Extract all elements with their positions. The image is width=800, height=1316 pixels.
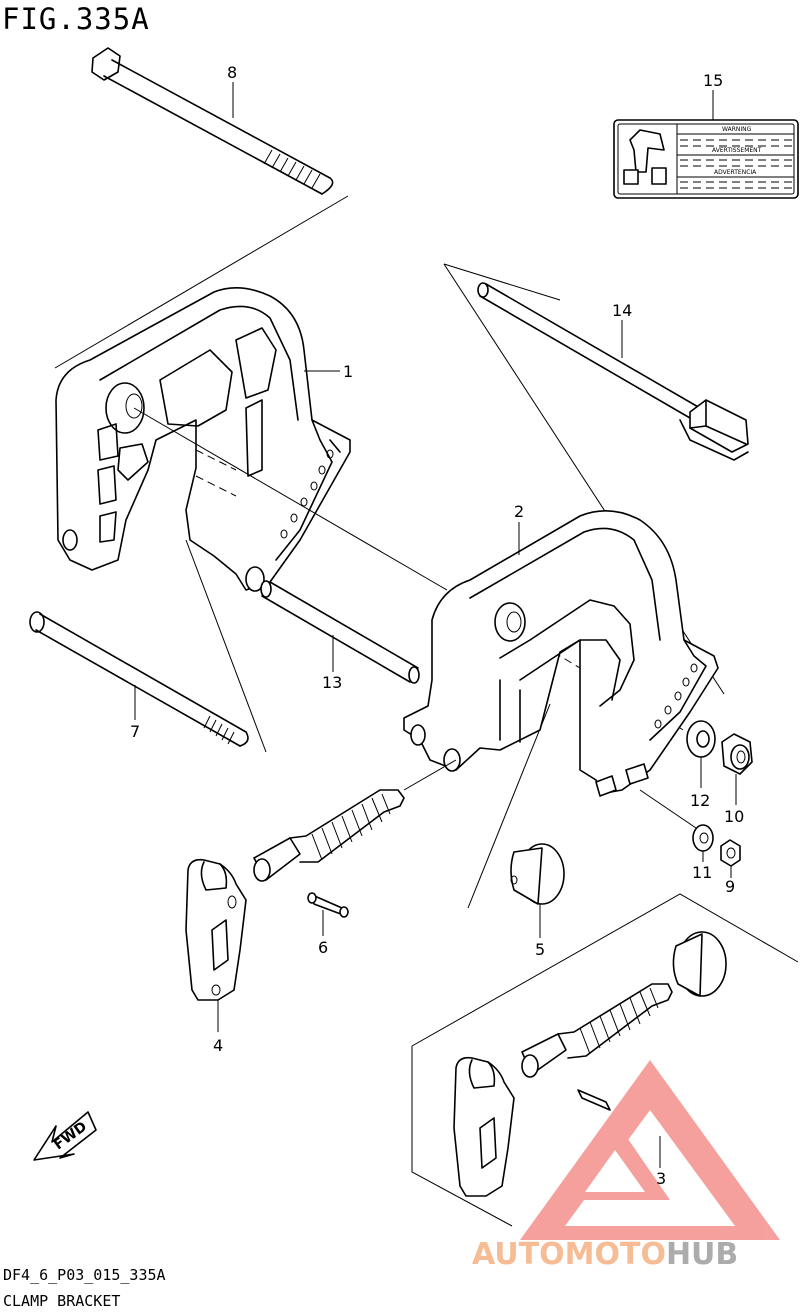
figure-title: FIG.335A — [2, 2, 150, 36]
label-line-advertencia: ADVERTENCIA — [714, 169, 757, 176]
part-label-10: 10 — [724, 807, 744, 826]
assembly-guide-line — [185, 539, 267, 753]
spacer-tube-13 — [260, 580, 420, 684]
watermark-part1: AUTOMOTO — [472, 1237, 666, 1272]
watermark-logo — [520, 1060, 780, 1240]
part-label-5: 5 — [535, 940, 545, 959]
clamp-screw-set-3 — [411, 893, 799, 1227]
part-label-1: 1 — [343, 362, 353, 381]
part-label-7: 7 — [130, 722, 140, 741]
bolt-8 — [91, 47, 334, 195]
handle-4 — [185, 858, 247, 1001]
assembly-axis — [639, 789, 697, 829]
figure-caption: CLAMP BRACKET — [3, 1292, 121, 1310]
part-label-6: 6 — [318, 938, 328, 957]
assembly-guide-line — [467, 703, 551, 909]
label-line-avertissement: AVERTISSEMENT — [712, 147, 762, 154]
part-label-9: 9 — [725, 877, 735, 896]
figure-code: DF4_6_P03_015_335A — [3, 1266, 166, 1284]
part-label-14: 14 — [612, 301, 632, 320]
assembly-axis — [133, 407, 441, 587]
part-label-13: 13 — [322, 673, 342, 692]
nut-9 — [720, 839, 741, 867]
part-label-12: 12 — [690, 791, 710, 810]
part-label-3: 3 — [656, 1169, 666, 1188]
label-line-warning: WARNING — [722, 126, 752, 133]
clamp-pad-5 — [510, 843, 565, 905]
clamp-bracket-2 — [403, 510, 719, 797]
assembly-guide-line — [443, 263, 561, 301]
nut-10 — [721, 733, 753, 775]
clamp-screw — [253, 759, 457, 882]
washer-12 — [686, 720, 716, 758]
washer-11 — [692, 824, 714, 852]
watermark-part2: HUB — [666, 1237, 738, 1272]
tilt-lever-14 — [477, 282, 749, 461]
forward-direction-arrow: FWD — [33, 1111, 97, 1161]
part-label-2: 2 — [514, 502, 524, 521]
warning-label-plate-15: WARNING AVERTISSEMENT ADVERTENCIA — [613, 119, 799, 199]
bolt-7 — [29, 611, 249, 747]
pin-6 — [307, 892, 349, 918]
clamp-bracket-1 — [55, 287, 351, 592]
part-label-15: 15 — [703, 71, 723, 90]
part-label-8: 8 — [227, 63, 237, 82]
part-label-11: 11 — [692, 863, 712, 882]
part-label-4: 4 — [213, 1036, 223, 1055]
watermark-text: AUTOMOTOHUB — [472, 1237, 738, 1272]
assembly-guide-line — [54, 195, 349, 369]
